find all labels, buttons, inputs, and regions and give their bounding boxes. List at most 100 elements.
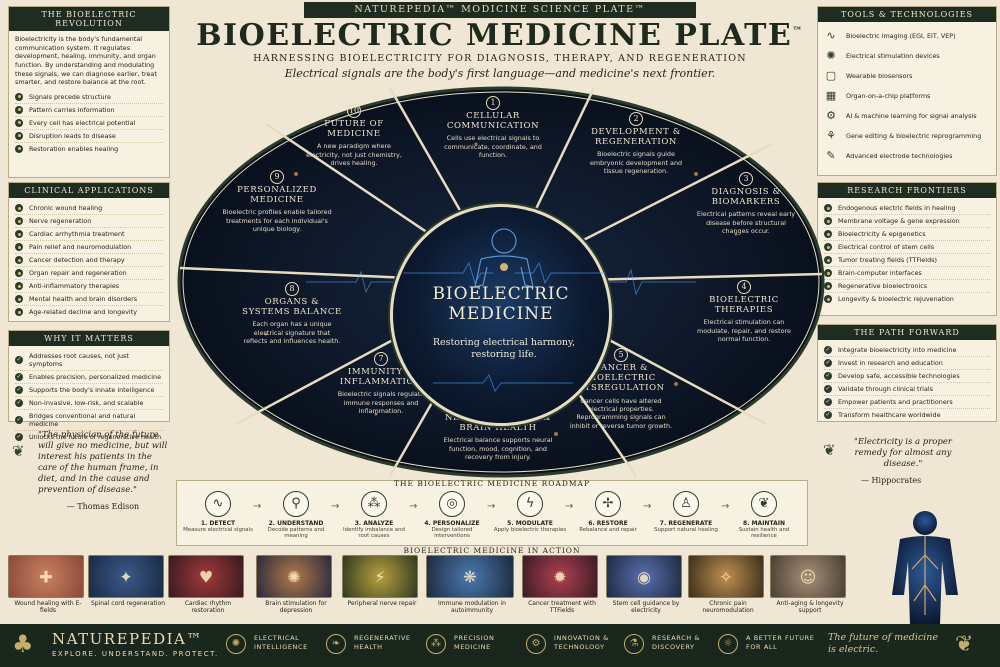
- bullet-icon: [15, 144, 23, 153]
- segment-number: 2: [629, 112, 643, 126]
- list-item: Cancer detection and therapy: [15, 254, 163, 267]
- arrow-right-icon: →: [487, 501, 496, 512]
- action-item: ❋ Immune modulation in autoimmunity: [426, 555, 518, 622]
- segment-desc: Cancer cells have altered electrical pro…: [569, 396, 673, 430]
- regen-icon: ❧: [326, 634, 346, 654]
- segment-1: 1 CELLULAR COMMUNICATION Cells use elect…: [438, 90, 548, 159]
- wheel-rim: [182, 91, 820, 473]
- bullet-icon: [824, 204, 832, 212]
- roadmap-step: ❦ 8. MAINTAIN Sustain health and resilie…: [727, 491, 801, 540]
- action-gallery: ✚ Wound healing with E-fields ✦ Spinal c…: [8, 555, 848, 622]
- list-item: Restoration enables healing: [15, 143, 163, 155]
- segment-title: PERSONALIZED MEDICINE: [237, 185, 317, 206]
- check-icon: ✓: [824, 372, 832, 380]
- clinical-panel: CLINICAL APPLICATIONS Chronic wound heal…: [8, 182, 170, 322]
- path-list: ✓Integrate bioelectricity into medicine …: [824, 344, 990, 421]
- revolution-panel: THE BIOELECTRIC REVOLUTION Bioelectricit…: [8, 6, 170, 178]
- segment-desc: Bioelectric profiles enable tailored tre…: [222, 208, 332, 234]
- list-item: ✺Electrical stimulation devices: [824, 46, 990, 66]
- future-icon: ☼: [718, 634, 738, 654]
- footer-quote: The future of medicine is electric.: [828, 632, 938, 656]
- step-title: 1. DETECT: [200, 520, 236, 527]
- list-item: ✓Invest in research and education: [824, 357, 990, 370]
- list-item: ✓Validate through clinical trials: [824, 383, 990, 396]
- action-caption: Stem cell guidance by electricity: [612, 600, 680, 615]
- check-icon: ✓: [15, 433, 23, 441]
- list-item: Anti-inflammatory therapies: [15, 280, 163, 293]
- bullet-icon: [15, 308, 23, 316]
- ai-gear-icon: ⚙: [826, 109, 836, 122]
- action-item: ⚡ Peripheral nerve repair: [342, 555, 422, 622]
- step-desc: Measure electrical signals: [183, 527, 253, 533]
- list-item: ✓Empower patients and practitioners: [824, 396, 990, 409]
- list-item: Age-related decline and longevity: [15, 306, 163, 318]
- leaf-icon: ❦: [955, 632, 974, 657]
- chip-icon: ▦: [825, 89, 837, 102]
- segment-3: 3 DIAGNOSIS & BIOMARKERS Electrical patt…: [696, 166, 796, 235]
- segment-8: 8 ORGANS & SYSTEMS BALANCE Each organ ha…: [242, 276, 342, 345]
- list-item: ✓Addresses root causes, not just symptom…: [15, 350, 163, 371]
- innovation-icon: ⚙: [526, 634, 546, 654]
- clinical-list: Chronic wound healing Nerve regeneration…: [15, 202, 163, 318]
- network-icon: ⁂: [361, 491, 387, 517]
- list-item: Tumor treating fields (TTFields): [824, 254, 990, 267]
- page-title: BIOELECTRIC MEDICINE PLATE™: [196, 18, 804, 53]
- bullet-icon: [824, 295, 832, 303]
- list-item: ✓Non-invasive, low-risk, and scalable: [15, 397, 163, 410]
- bullet-icon: [15, 204, 23, 212]
- list-item: ✓Bridges conventional and natural medici…: [15, 410, 163, 431]
- list-item: Cardiac arrhythmia treatment: [15, 228, 163, 241]
- quote-text: "The physician of the future will give n…: [38, 430, 168, 496]
- step-title: 4. PERSONALIZE: [424, 520, 480, 527]
- list-item: ✓Transform healthcare worldwide: [824, 411, 941, 419]
- cancer-image: ✹: [522, 555, 598, 598]
- segment-title: DEVELOPMENT & REGENERATION: [591, 127, 681, 148]
- step-title: 2. UNDERSTAND: [268, 520, 324, 527]
- step-desc: Apply bioelectric therapies: [493, 527, 567, 533]
- bullet-icon: [824, 217, 832, 225]
- action-item: ✹ Cancer treatment with TTFields: [522, 555, 602, 622]
- roadmap-step: ✢ 6. RESTORE Rebalance and repair: [571, 491, 645, 533]
- list-item: Bioelectricity & epigenetics: [824, 228, 990, 241]
- segment-number: 10: [347, 104, 361, 118]
- why-list: ✓Addresses root causes, not just symptom…: [15, 350, 163, 443]
- frontiers-heading: RESEARCH FRONTIERS: [818, 183, 996, 198]
- segment-5: 5 CANCER & BIOELECTRIC DYSREGULATION Can…: [566, 342, 676, 430]
- step-title: 6. RESTORE: [588, 520, 628, 527]
- person-icon: ♙: [673, 491, 699, 517]
- segment-number: 1: [486, 96, 500, 110]
- bullet-icon: [824, 269, 832, 277]
- action-item: ✚ Wound healing with E-fields: [8, 555, 88, 622]
- check-icon: ✓: [15, 386, 23, 394]
- frontiers-panel: RESEARCH FRONTIERS Endogenous electric f…: [817, 182, 997, 316]
- list-item: Every cell has electrical potential: [15, 117, 163, 130]
- footer-label: ELECTRICAL INTELLIGENCE: [254, 634, 308, 651]
- check-icon: ✓: [15, 373, 23, 381]
- nerve-icon: ✺: [826, 49, 836, 62]
- tagline: Electrical signals are the body's first …: [284, 67, 716, 80]
- tools-list: ∿Bioelectric imaging (EGI, EIT, VEP) ✺El…: [824, 26, 990, 166]
- electric-icon: ✺: [226, 634, 246, 654]
- revolution-list: Signals precede structure Pattern carrie…: [15, 91, 163, 155]
- roadmap: THE BIOELECTRIC MEDICINE ROADMAP ∿ 1. DE…: [176, 479, 808, 546]
- list-item: Endogenous electric fields in healing: [824, 202, 990, 215]
- bullet-icon: [824, 243, 832, 251]
- check-icon: ✓: [824, 411, 832, 419]
- list-item: Longevity & bioelectric rejuvenation: [824, 293, 990, 305]
- list-item: ✓Supports the body's innate intelligence: [15, 384, 163, 397]
- brand-name: NATUREPEDIA™: [52, 630, 203, 648]
- segment-number: 8: [285, 282, 299, 296]
- step-desc: Decode patterns and meaning: [267, 527, 325, 540]
- check-icon: ✓: [824, 359, 832, 367]
- bullet-icon: [15, 230, 23, 238]
- list-item: ✓Unlocks the future of regenerative heal…: [15, 433, 162, 441]
- arrow-right-icon: →: [409, 501, 418, 512]
- list-item: ✎Advanced electrode technologies: [824, 146, 990, 166]
- segment-title: BIOELECTRIC THERAPIES: [709, 295, 779, 316]
- list-item: ⚘Gene editing & bioelectric reprogrammin…: [824, 126, 990, 146]
- bullet-icon: [15, 105, 23, 114]
- center-title: BIOELECTRIC MEDICINE: [432, 284, 570, 324]
- research-icon: ⚗: [624, 634, 644, 654]
- precision-icon: ⁂: [426, 634, 446, 654]
- list-item: Disruption leads to disease: [15, 130, 163, 143]
